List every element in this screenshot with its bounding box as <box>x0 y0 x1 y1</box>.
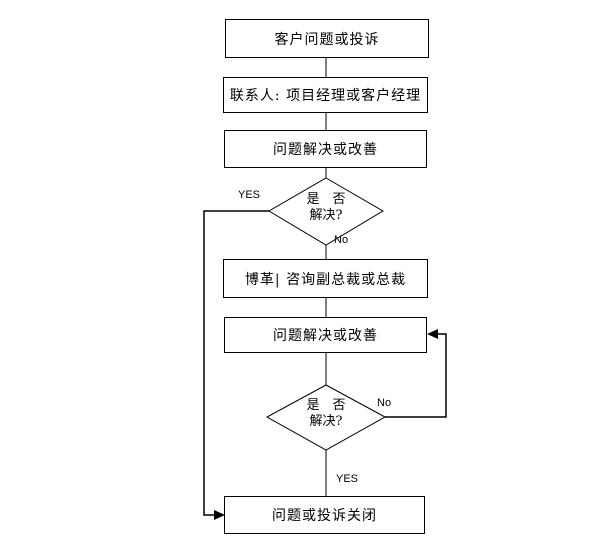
diamond-resolved-1-shape <box>268 177 384 246</box>
diamond-resolved-2-line1: 是 否 <box>306 398 346 413</box>
flow-box-escalate-vp-president: 博革| 咨询副总裁或总裁 <box>223 259 428 298</box>
flow-box-resolve-improve-1-label: 问题解决或改善 <box>273 142 378 158</box>
flow-box-issue-closed: 问题或投诉关闭 <box>224 496 425 534</box>
edge-yes-loop-line <box>203 210 269 516</box>
flow-box-contact-person: 联系人: 项目经理或客户经理 <box>223 77 428 113</box>
flow-box-resolve-improve-1: 问题解决或改善 <box>224 130 427 168</box>
flow-box-resolve-improve-2-label: 问题解决或改善 <box>273 328 378 344</box>
arrowhead-into-close-box-icon <box>214 510 225 520</box>
flow-box-resolve-improve-2: 问题解决或改善 <box>224 317 427 353</box>
edge-label-diamond1-yes: YES <box>238 189 261 201</box>
edge-label-diamond1-no: No <box>334 234 349 246</box>
edge-label-diamond2-yes: YES <box>336 473 359 485</box>
flow-box-issue-closed-label: 问题或投诉关闭 <box>272 508 377 524</box>
diamond-resolved-2-shape <box>265 384 387 451</box>
arrowhead-into-resolve2-box-icon <box>427 329 438 339</box>
flow-box-customer-issue-label: 客户问题或投诉 <box>274 31 380 48</box>
flow-box-escalate-vp-president-label: 博革| 咨询副总裁或总裁 <box>244 271 407 288</box>
diamond-resolved-2-line2: 解决? <box>309 414 343 429</box>
diamond-resolved-1-line1: 是 否 <box>306 192 346 207</box>
edge-no-loop-line <box>385 333 447 418</box>
diamond-resolved-1-line2: 解决? <box>309 208 343 223</box>
flow-box-contact-person-label: 联系人: 项目经理或客户经理 <box>229 88 422 104</box>
diamond-resolved-1-label: 是 否 解决? <box>266 192 386 224</box>
diamond-resolved-2-label: 是 否 解决? <box>266 398 386 430</box>
flow-box-customer-issue: 客户问题或投诉 <box>225 19 429 58</box>
edge-label-diamond2-no: No <box>377 397 392 409</box>
